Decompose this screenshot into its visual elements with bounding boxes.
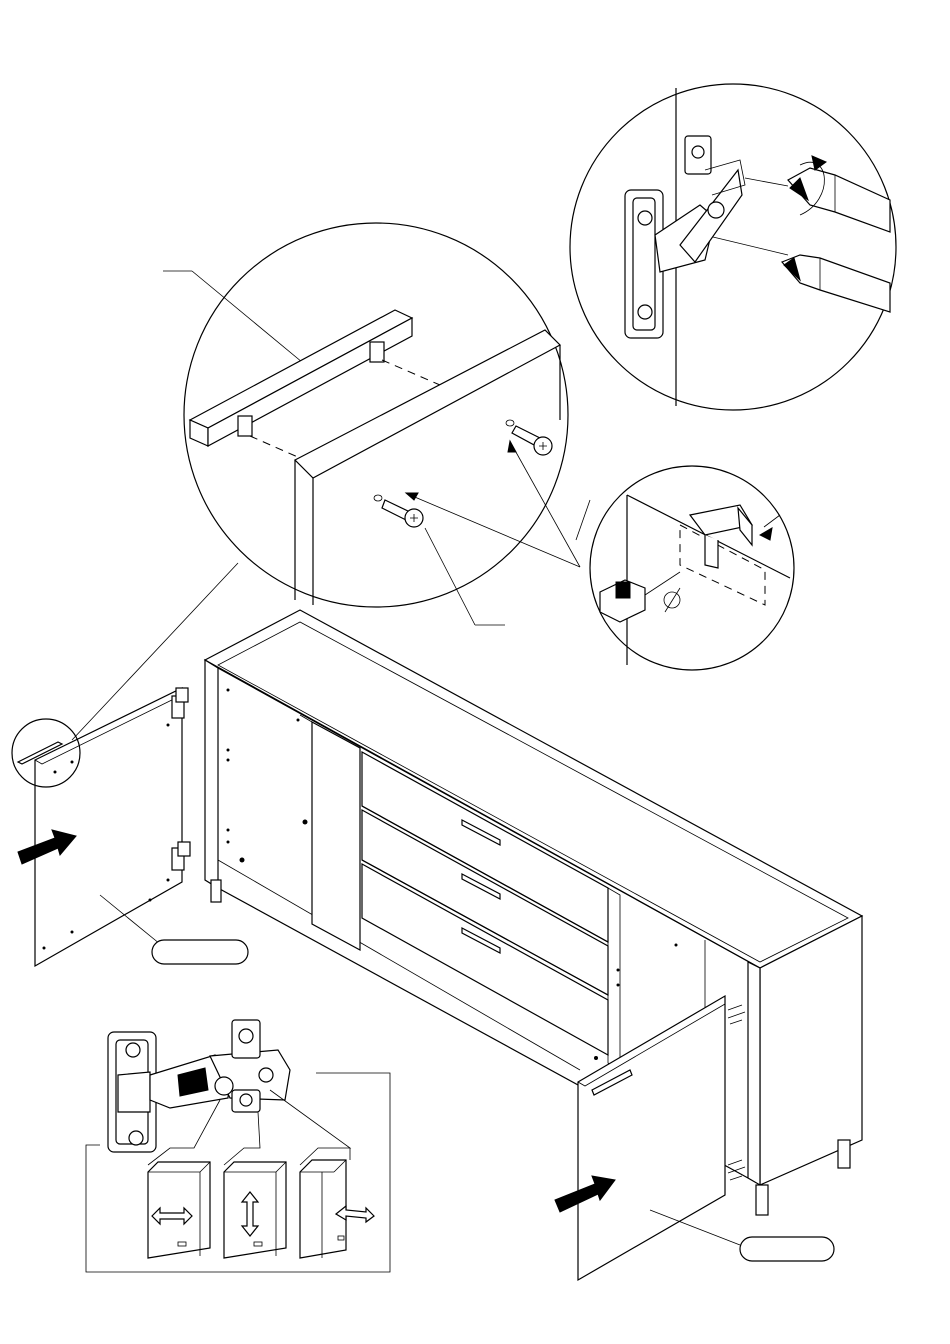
drill-jig-detail: [576, 466, 794, 670]
cabinet-assembly: [205, 610, 862, 1215]
adjust-box-vertical: [224, 1162, 286, 1258]
adjust-box-horizontal: [148, 1162, 210, 1258]
screw-icon: [374, 495, 423, 527]
hinge-adjustment-detail: [86, 1020, 390, 1272]
screwdriver-icon: [782, 255, 890, 312]
adjust-box-depth: [300, 1160, 374, 1258]
hinge-screwdriver-detail: [570, 84, 896, 410]
handle-detail: [163, 223, 580, 625]
